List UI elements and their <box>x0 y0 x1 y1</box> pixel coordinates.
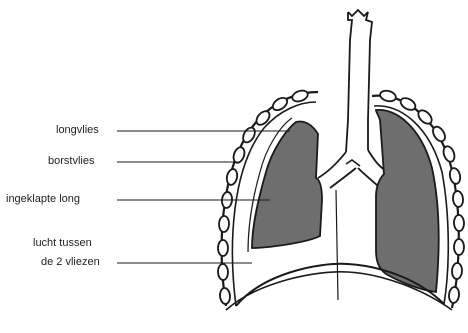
right-lung <box>376 110 439 292</box>
label-borstvlies: borstvlies <box>48 155 94 167</box>
trachea <box>346 12 372 152</box>
mediastinum-left <box>336 190 338 300</box>
left-bronchus-lower <box>330 168 356 188</box>
carina <box>346 160 360 166</box>
left-bronchus <box>318 152 346 178</box>
label-longvlies: longvlies <box>56 124 99 136</box>
trachea-top <box>348 10 368 16</box>
label-lucht-line1: lucht tussen <box>33 237 92 249</box>
label-lucht-line2: de 2 vliezen <box>41 256 100 268</box>
collapsed-left-lung <box>252 122 322 249</box>
label-ingeklapte-long: ingeklapte long <box>6 193 80 205</box>
